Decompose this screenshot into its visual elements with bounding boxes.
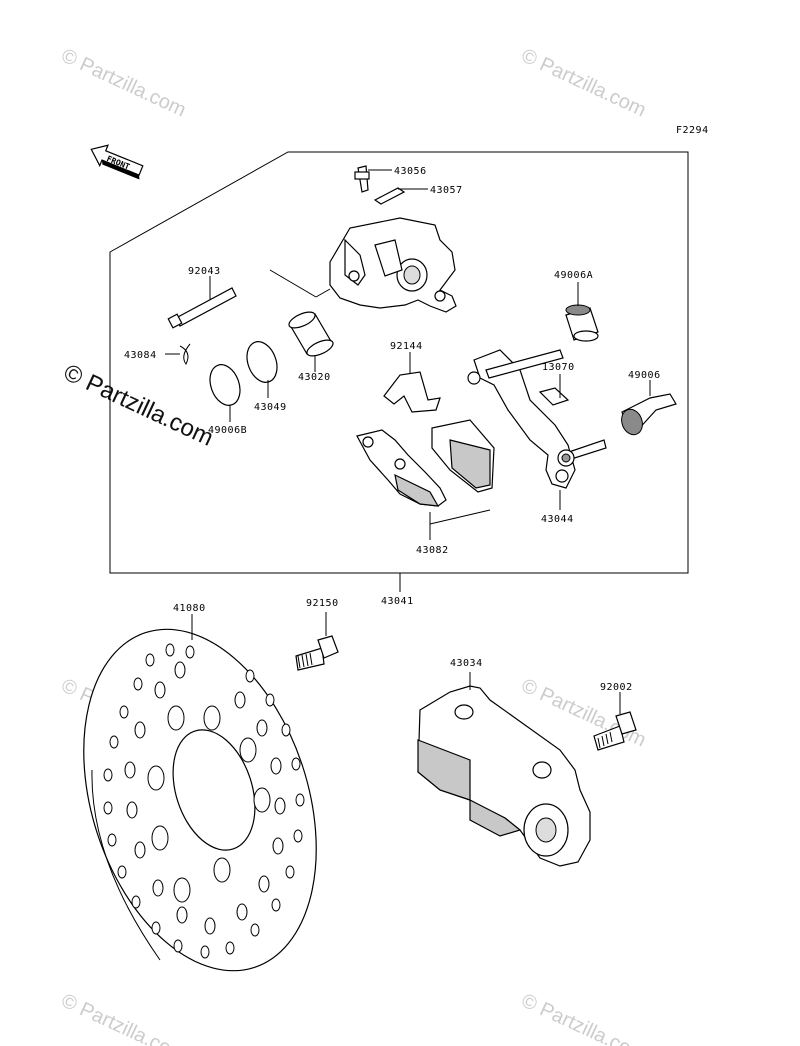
label-92002: 92002 [600,682,633,693]
watermark-bottom-left: © Partzilla.com [58,990,189,1046]
pad-spring [383,371,441,413]
bleeder-valve [354,165,370,193]
rubber-boot-a [565,304,599,342]
caliper-bracket [467,349,607,489]
label-43034: 43034 [450,658,483,669]
rubber-boot-b [621,393,677,436]
caliper-holder [417,685,591,867]
disc-bolt [295,635,339,671]
watermark-center: © Partzilla.com [59,359,217,452]
watermark-bottom-right: © Partzilla.com [518,990,649,1046]
watermark-top-right: © Partzilla.com [518,45,649,122]
front-arrow-icon: FRONT [90,144,144,180]
diagram-code: F2294 [676,125,709,136]
label-43082: 43082 [416,545,449,556]
label-43049: 43049 [254,402,287,413]
bracket-clip [538,387,570,406]
watermark-top-left: © Partzilla.com [58,45,189,122]
label-92144: 92144 [390,341,423,352]
label-92150: 92150 [306,598,339,609]
label-43057: 43057 [430,185,463,196]
label-41080: 41080 [173,603,206,614]
caliper-piston [288,311,334,357]
dust-seal [209,364,241,406]
label-49006a: 49006A [554,270,593,281]
label-43084: 43084 [124,350,157,361]
holder-bolt [593,711,637,751]
brake-pad-inner [431,419,495,493]
label-43041: 43041 [381,596,414,607]
label-43020: 43020 [298,372,331,383]
caliper-assembly-outline [109,151,689,574]
label-49006b: 49006B [208,425,247,436]
pin-clip [179,343,191,365]
piston-seal [246,341,278,383]
brake-disc [83,628,317,972]
label-49006: 49006 [628,370,661,381]
label-92043: 92043 [188,266,221,277]
bleeder-cap [373,187,406,205]
brake-pad-outer [356,429,447,507]
caliper-pin [167,287,237,329]
label-13070: 13070 [542,362,575,373]
label-43044: 43044 [541,514,574,525]
label-43056: 43056 [394,166,427,177]
caliper-body [329,217,457,313]
